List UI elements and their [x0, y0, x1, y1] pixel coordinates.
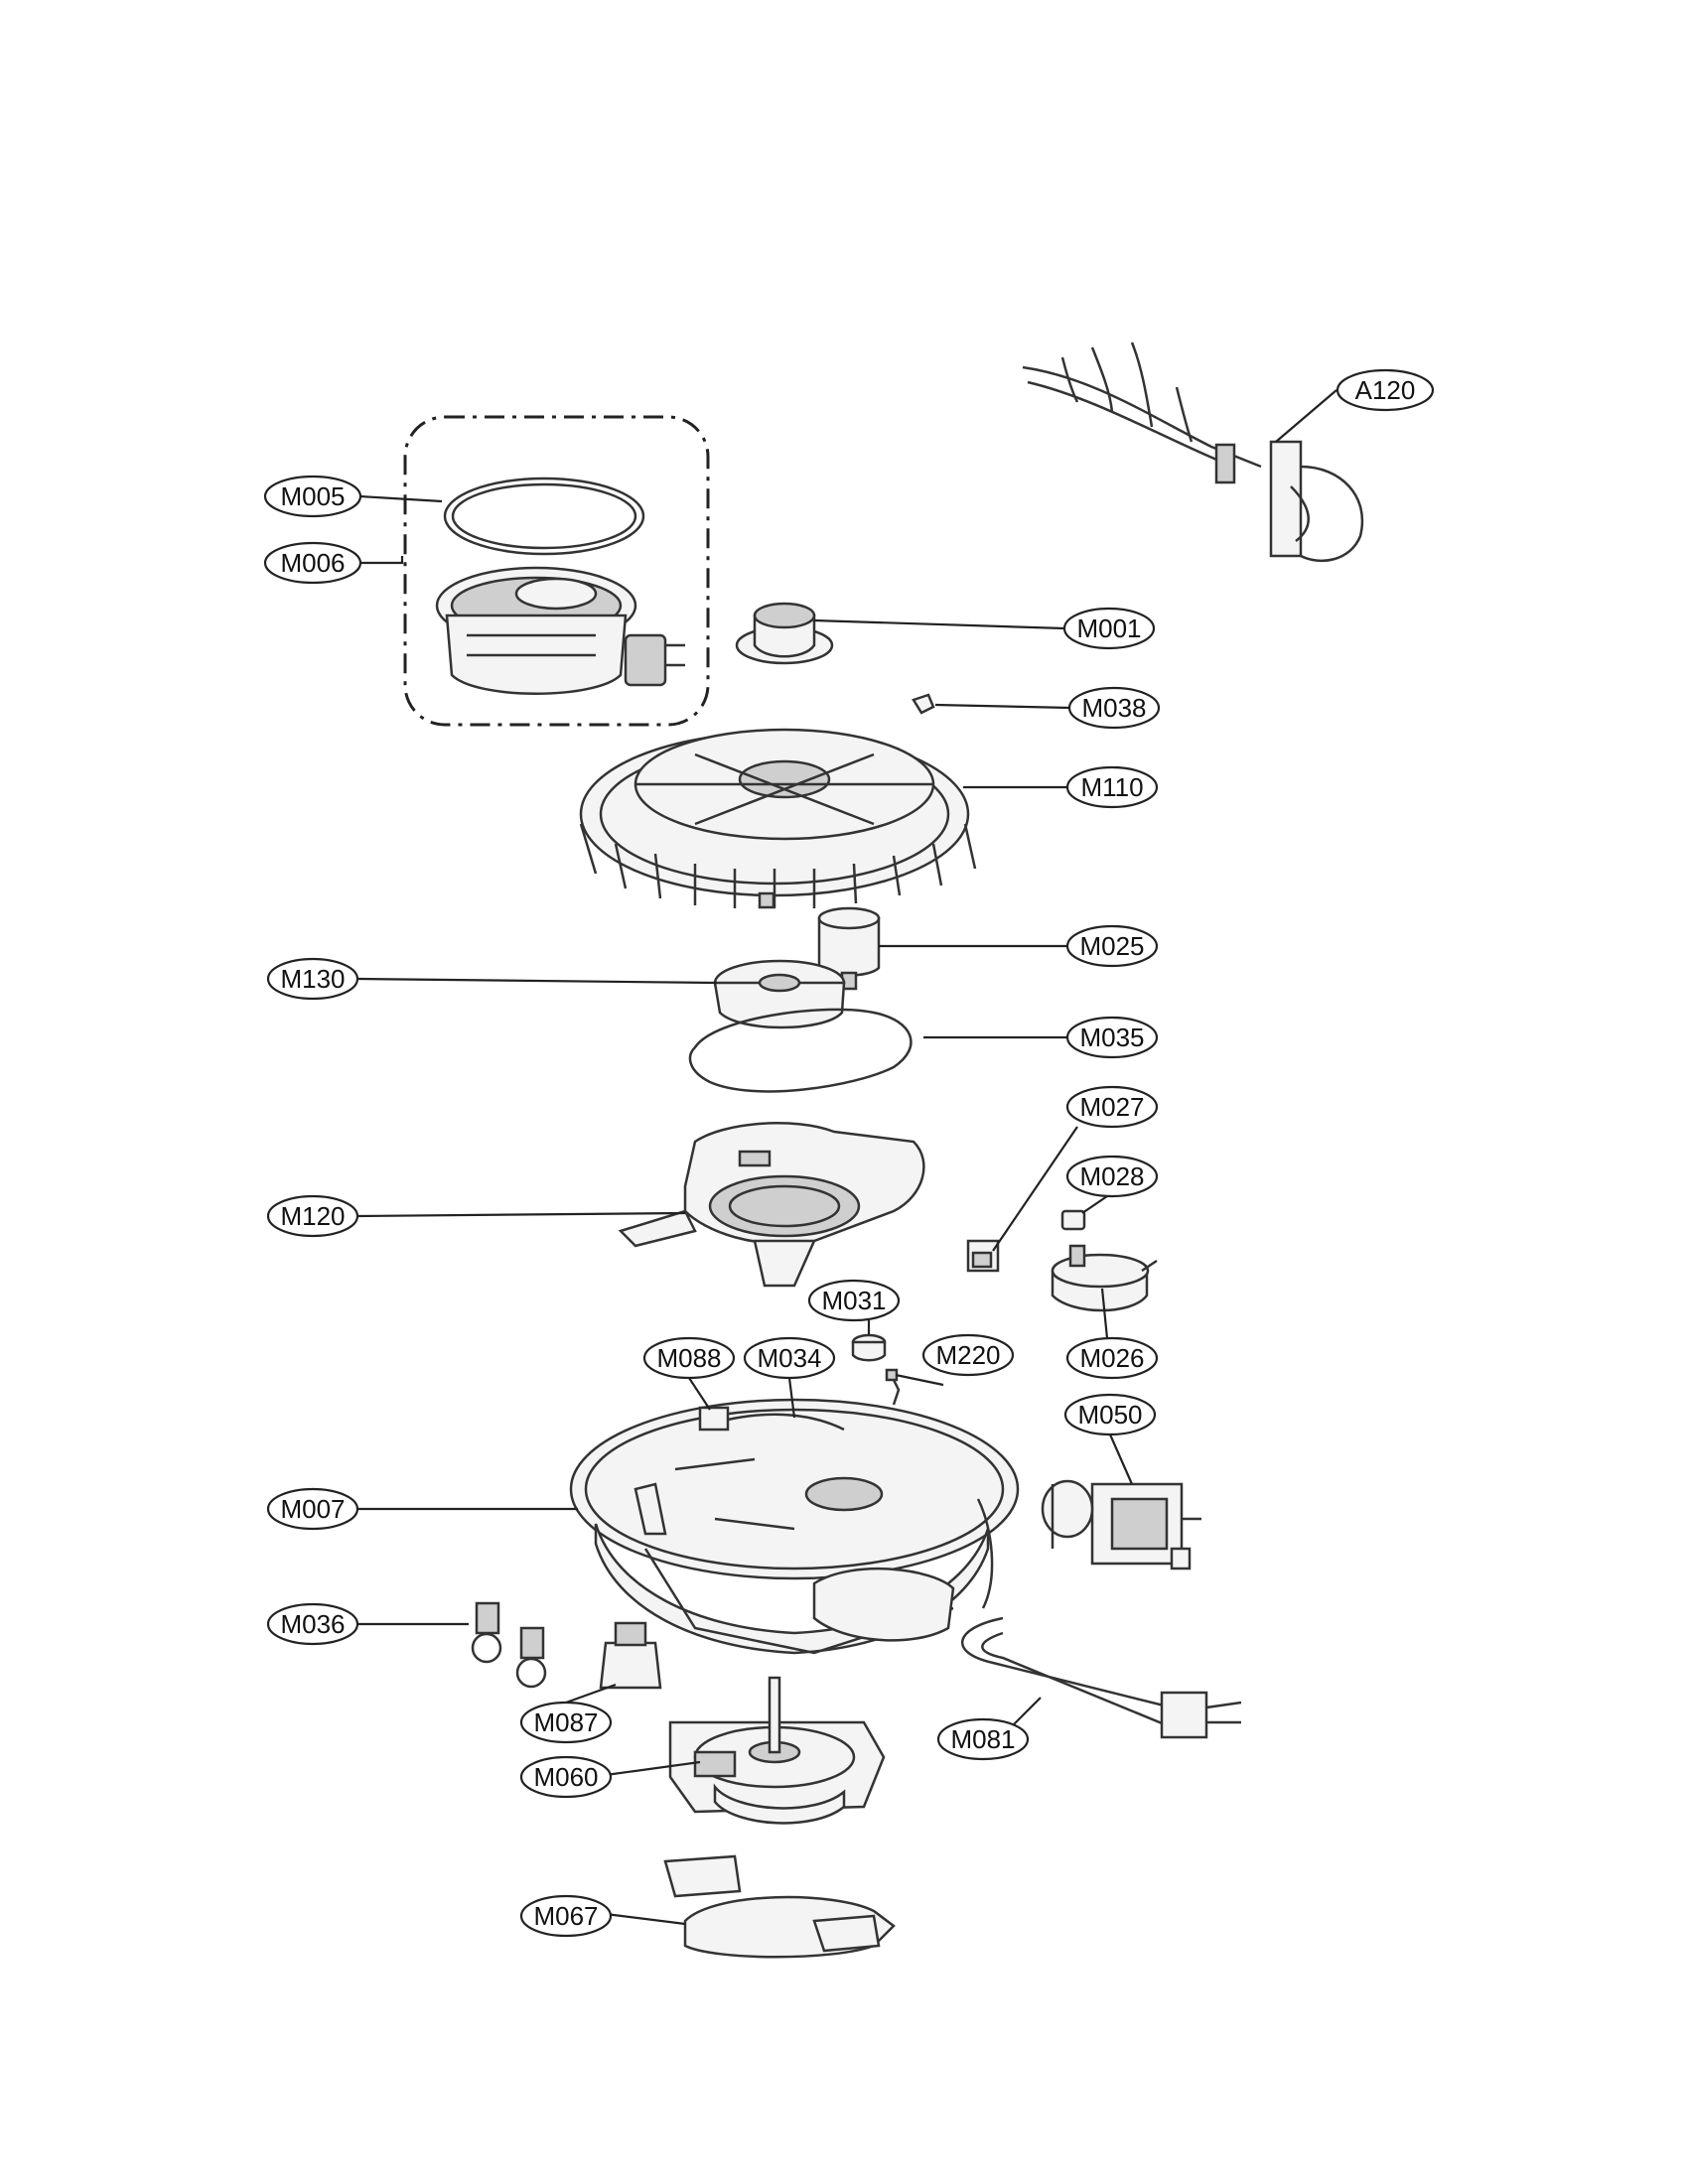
callout-m005[interactable]: M005 [263, 475, 362, 518]
callout-m130[interactable]: M130 [266, 957, 359, 1001]
callout-m027[interactable]: M027 [1065, 1085, 1159, 1129]
part-m130-impeller[interactable] [713, 959, 846, 1029]
svg-text:M028: M028 [1079, 1161, 1144, 1191]
part-m081-heater[interactable] [961, 1616, 1242, 1739]
part-m060-motor[interactable] [668, 1676, 886, 1825]
svg-text:M036: M036 [280, 1609, 345, 1639]
callout-a120[interactable]: A120 [1336, 368, 1435, 412]
part-m088-bracket[interactable] [698, 1406, 730, 1432]
callout-m081[interactable]: M081 [936, 1717, 1030, 1761]
part-m031-grommet[interactable] [851, 1333, 887, 1362]
leader-lines [356, 389, 1337, 1926]
callout-m110[interactable]: M110 [1065, 765, 1159, 809]
callout-m035[interactable]: M035 [1065, 1016, 1159, 1059]
svg-text:M031: M031 [821, 1286, 886, 1315]
part-m027-switch[interactable] [966, 1239, 1000, 1273]
callout-m026[interactable]: M026 [1065, 1336, 1159, 1380]
callout-m088[interactable]: M088 [642, 1336, 736, 1380]
callout-m028[interactable]: M028 [1065, 1155, 1159, 1198]
callout-m087[interactable]: M087 [519, 1701, 613, 1744]
callout-m038[interactable]: M038 [1067, 686, 1161, 730]
part-m006-filter-assembly[interactable] [435, 566, 685, 695]
svg-text:M050: M050 [1077, 1400, 1142, 1430]
svg-text:M006: M006 [280, 548, 345, 578]
svg-text:M220: M220 [935, 1340, 1000, 1370]
svg-text:M025: M025 [1079, 931, 1144, 961]
callout-m001[interactable]: M001 [1062, 607, 1156, 650]
part-m038-clip[interactable] [912, 693, 935, 715]
callout-m220[interactable]: M220 [921, 1333, 1015, 1377]
svg-text:M001: M001 [1076, 614, 1141, 643]
callout-m006[interactable]: M006 [263, 541, 362, 585]
callout-m036[interactable]: M036 [266, 1602, 359, 1646]
part-m087-connector[interactable] [599, 1621, 662, 1690]
part-m026-motor[interactable] [1051, 1244, 1158, 1312]
part-m067-bracket[interactable] [663, 1854, 896, 1959]
svg-text:M120: M120 [280, 1201, 345, 1231]
part-a120-wire-harness[interactable] [1022, 341, 1364, 563]
callout-m034[interactable]: M034 [743, 1336, 836, 1380]
svg-text:M060: M060 [533, 1762, 598, 1792]
part-m034-hose[interactable] [727, 1413, 845, 1432]
svg-text:M007: M007 [280, 1494, 345, 1524]
kit-boundary [403, 415, 710, 727]
svg-text:M034: M034 [757, 1343, 821, 1373]
svg-text:M081: M081 [950, 1724, 1015, 1754]
svg-text:M038: M038 [1081, 693, 1146, 723]
svg-text:M067: M067 [533, 1901, 598, 1931]
part-m110-cover[interactable] [579, 728, 977, 909]
callout-m007[interactable]: M007 [266, 1487, 359, 1531]
part-m036-clamps[interactable] [471, 1601, 547, 1689]
svg-text:A120: A120 [1355, 375, 1416, 405]
callout-m050[interactable]: M050 [1063, 1393, 1157, 1436]
callout-m067[interactable]: M067 [519, 1894, 613, 1938]
svg-text:M005: M005 [280, 481, 345, 511]
part-m007-sump[interactable] [569, 1398, 1020, 1655]
callout-m060[interactable]: M060 [519, 1755, 613, 1799]
part-m050-drain-pump[interactable] [1041, 1479, 1201, 1570]
callout-m120[interactable]: M120 [266, 1194, 359, 1238]
svg-text:M027: M027 [1079, 1092, 1144, 1122]
part-m035-belt[interactable] [688, 1008, 913, 1093]
svg-text:M130: M130 [280, 964, 345, 994]
svg-text:M087: M087 [533, 1707, 598, 1737]
svg-text:M110: M110 [1080, 772, 1143, 802]
callout-m025[interactable]: M025 [1065, 924, 1159, 968]
part-m120-pump-housing[interactable] [618, 1122, 925, 1288]
svg-text:M035: M035 [1079, 1023, 1144, 1052]
part-m001-coupling[interactable] [735, 602, 834, 665]
part-m028-cap[interactable] [1060, 1209, 1086, 1231]
svg-text:M026: M026 [1079, 1343, 1144, 1373]
callout-m031[interactable]: M031 [807, 1279, 901, 1322]
svg-text:M088: M088 [656, 1343, 721, 1373]
part-m005-gasket[interactable] [443, 477, 645, 556]
